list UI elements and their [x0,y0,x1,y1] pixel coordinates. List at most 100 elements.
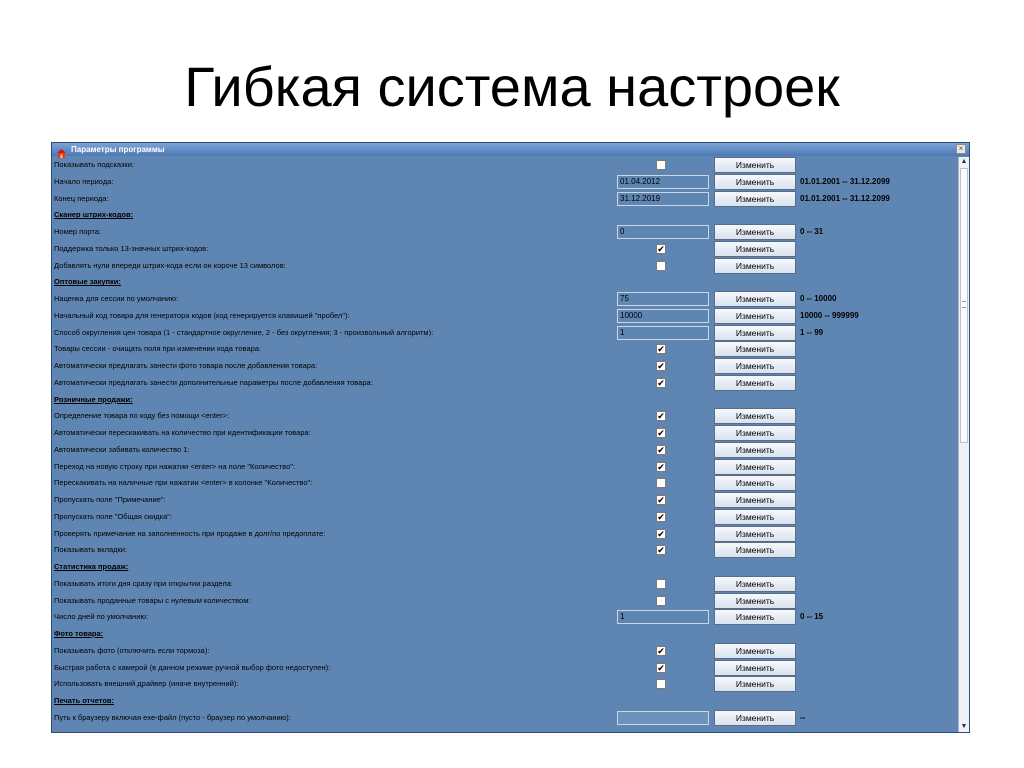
change-button[interactable]: Изменить [714,592,796,609]
setting-label: Автоматически перескакивать на количеств… [54,428,311,437]
change-button[interactable]: Изменить [714,441,796,458]
checkmark-icon: ✔ [657,511,665,522]
setting-label: Пропускать поле "Общая скидка": [54,511,173,521]
setting-checkbox[interactable]: ✔ [656,511,666,522]
change-button[interactable]: Изменить [714,642,796,659]
change-button[interactable]: Изменить [714,609,796,626]
setting-row: Начальный код товара для генератора кодо… [52,307,958,325]
setting-checkbox[interactable]: ✔ [656,528,666,539]
change-button[interactable]: Изменить [714,525,796,542]
setting-label: Конец периода: [54,193,109,203]
change-button[interactable]: Изменить [714,492,796,508]
setting-value-field[interactable]: 01.04.2012 [617,174,709,189]
setting-label: Пропускать поле "Примечание": [54,495,166,504]
change-button[interactable]: Изменить [714,173,796,190]
change-button[interactable]: Изменить [714,257,796,274]
close-icon[interactable]: × [956,144,966,154]
settings-window: Параметры программы × Показывать подсказ… [51,142,970,733]
setting-label: Показывать проданные товары с нулевым ко… [54,595,251,605]
checkmark-icon: ✔ [657,444,665,455]
setting-row: Определение товара по коду без помощи <e… [52,408,958,425]
setting-value-field[interactable]: 31.12.2019 [617,191,709,206]
setting-label: Наценка для сессии по умолчанию: [54,294,179,303]
change-button[interactable]: Изменить [714,575,796,592]
scroll-thumb[interactable] [960,168,968,443]
allowed-range: 1 -- 99 [800,327,824,337]
change-button[interactable]: Изменить [714,190,796,207]
setting-checkbox[interactable]: ✔ [656,662,666,673]
setting-label: Начальный код товара для генератора кодо… [54,310,350,320]
setting-label: Быстрая работа с камерой (в данном режим… [54,662,331,672]
setting-value-field[interactable]: 1 [617,610,709,625]
checkmark-icon: ✔ [657,428,665,438]
window-titlebar[interactable]: Параметры программы × [52,143,969,158]
allowed-range: 0 -- 10000 [800,294,837,303]
setting-row: Поддержка только 13-значных штрих-кодов:… [52,240,958,258]
setting-checkbox[interactable]: ✔ [656,461,666,472]
setting-row: Быстрая работа с камерой (в данном режим… [52,659,958,677]
scroll-down-arrow-icon[interactable]: ▼ [960,723,968,730]
setting-checkbox[interactable]: ✔ [656,243,666,254]
change-button[interactable]: Изменить [714,458,796,475]
setting-checkbox[interactable]: ✔ [656,377,666,388]
change-button[interactable]: Изменить [714,224,796,240]
setting-value-field[interactable]: 10000 [617,308,709,323]
change-button[interactable]: Изменить [714,341,796,358]
section-header: Статистика продаж: [52,559,958,576]
change-button[interactable]: Изменить [714,157,796,173]
change-button[interactable]: Изменить [714,542,796,559]
setting-checkbox[interactable] [656,260,666,271]
setting-value-field[interactable] [617,710,709,725]
change-button[interactable]: Изменить [714,676,796,693]
section-header: Сканер штрих-кодов: [52,207,958,224]
setting-checkbox[interactable]: ✔ [656,344,666,355]
setting-checkbox[interactable]: ✔ [656,361,666,371]
setting-checkbox[interactable] [656,160,666,170]
change-button[interactable]: Изменить [714,358,796,374]
change-button[interactable]: Изменить [714,374,796,391]
allowed-range: 0 -- 15 [800,612,824,622]
setting-value-field[interactable]: 1 [617,325,709,340]
change-button[interactable]: Изменить [714,291,796,307]
vertical-scrollbar[interactable]: ▲ ▼ [958,157,969,732]
section-title: Фото товара: [54,629,104,638]
setting-value-field[interactable]: 0 [617,225,709,239]
setting-row: Показывать подсказки:Изменить [52,157,958,174]
section-title: Сканер штрих-кодов: [54,210,134,220]
scroll-up-arrow-icon[interactable]: ▲ [960,158,968,165]
allowed-range: 01.01.2001 -- 31.12.2099 [800,176,890,186]
setting-checkbox[interactable]: ✔ [656,428,666,438]
setting-label: Автоматически предлагать занести дополни… [54,377,373,387]
setting-checkbox[interactable]: ✔ [656,444,666,455]
setting-checkbox[interactable]: ✔ [656,411,666,422]
setting-row: Наценка для сессии по умолчанию: 75 Измени… [52,291,958,308]
setting-checkbox[interactable]: ✔ [656,495,666,505]
setting-checkbox[interactable]: ✔ [656,645,666,656]
change-button[interactable]: Изменить [714,475,796,492]
section-header: Печать отчетов: [52,693,958,710]
checkmark-icon: ✔ [657,545,665,556]
setting-checkbox[interactable] [656,595,666,606]
setting-checkbox[interactable] [656,679,666,690]
allowed-range: -- [800,712,806,722]
change-button[interactable]: Изменить [714,408,796,425]
change-button[interactable]: Изменить [714,709,796,726]
change-button[interactable]: Изменить [714,307,796,324]
setting-label: Номер порта: [54,227,102,236]
checkmark-icon: ✔ [657,645,665,656]
setting-checkbox[interactable] [656,478,666,489]
setting-label: Поддержка только 13-значных штрих-кодов: [54,243,209,253]
change-button[interactable]: Изменить [714,425,796,441]
setting-value-field[interactable]: 75 [617,292,709,306]
setting-checkbox[interactable]: ✔ [656,545,666,556]
change-button[interactable]: Изменить [714,324,796,341]
setting-row: Переход на новую строку при нажатии <ent… [52,458,958,476]
setting-row: Проверять примечание на заполненность пр… [52,525,958,543]
setting-checkbox[interactable] [656,578,666,589]
change-button[interactable]: Изменить [714,659,796,676]
change-button[interactable]: Изменить [714,508,796,525]
change-button[interactable]: Изменить [714,240,796,257]
setting-label: Перескакивать на наличные при нажатии <e… [54,478,313,488]
